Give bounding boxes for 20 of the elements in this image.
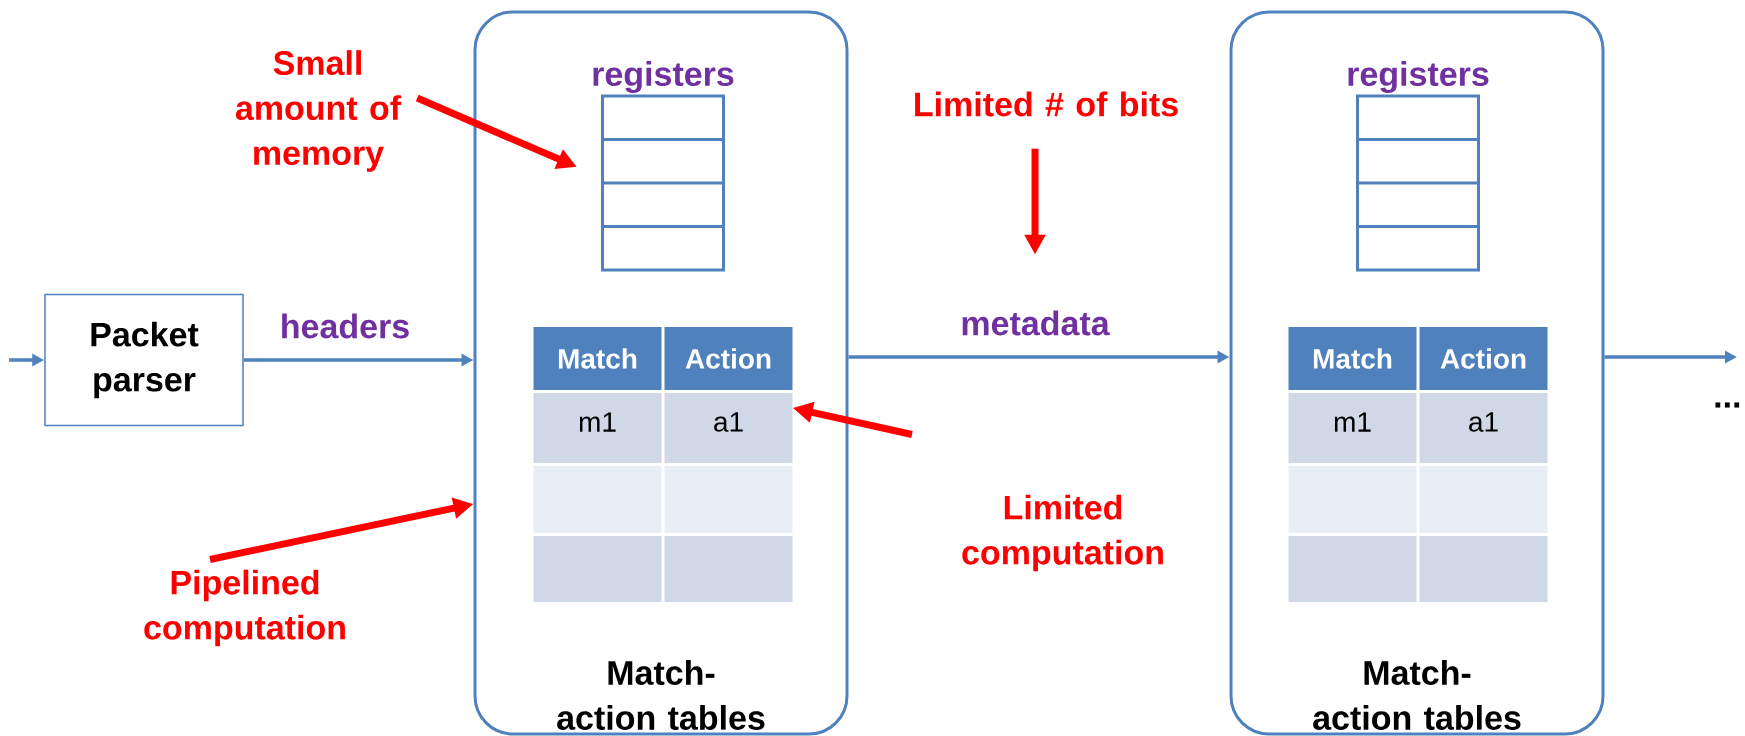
- annotation-text: Limited computation: [962, 494, 1163, 572]
- node-label: registers: [593, 61, 734, 93]
- table-header-cell: Action: [664, 327, 793, 390]
- table-cell: m1: [1288, 393, 1417, 463]
- register-stack: registers: [593, 61, 734, 272]
- table-header-cell: Action: [1419, 327, 1548, 390]
- table-cell: m1: [533, 393, 662, 463]
- table-cell: a1: [1419, 393, 1548, 463]
- table-header-cell: Match: [533, 327, 662, 390]
- table-header-cell: Match: [1288, 327, 1417, 390]
- ellipsis-label: ...: [1715, 402, 1740, 408]
- register-stack: registers: [1348, 61, 1489, 272]
- edge-label: metadata: [962, 310, 1110, 336]
- edge-label: headers: [282, 313, 409, 339]
- annotation-text: Limited # of bits: [915, 91, 1178, 117]
- process-box: Packet parser: [44, 293, 244, 427]
- node-label: registers: [1348, 61, 1489, 93]
- table-cell: a1: [664, 393, 793, 463]
- annotation-text: Small amount of memory: [235, 50, 402, 172]
- annotation-text: Pipelined computation: [144, 569, 345, 647]
